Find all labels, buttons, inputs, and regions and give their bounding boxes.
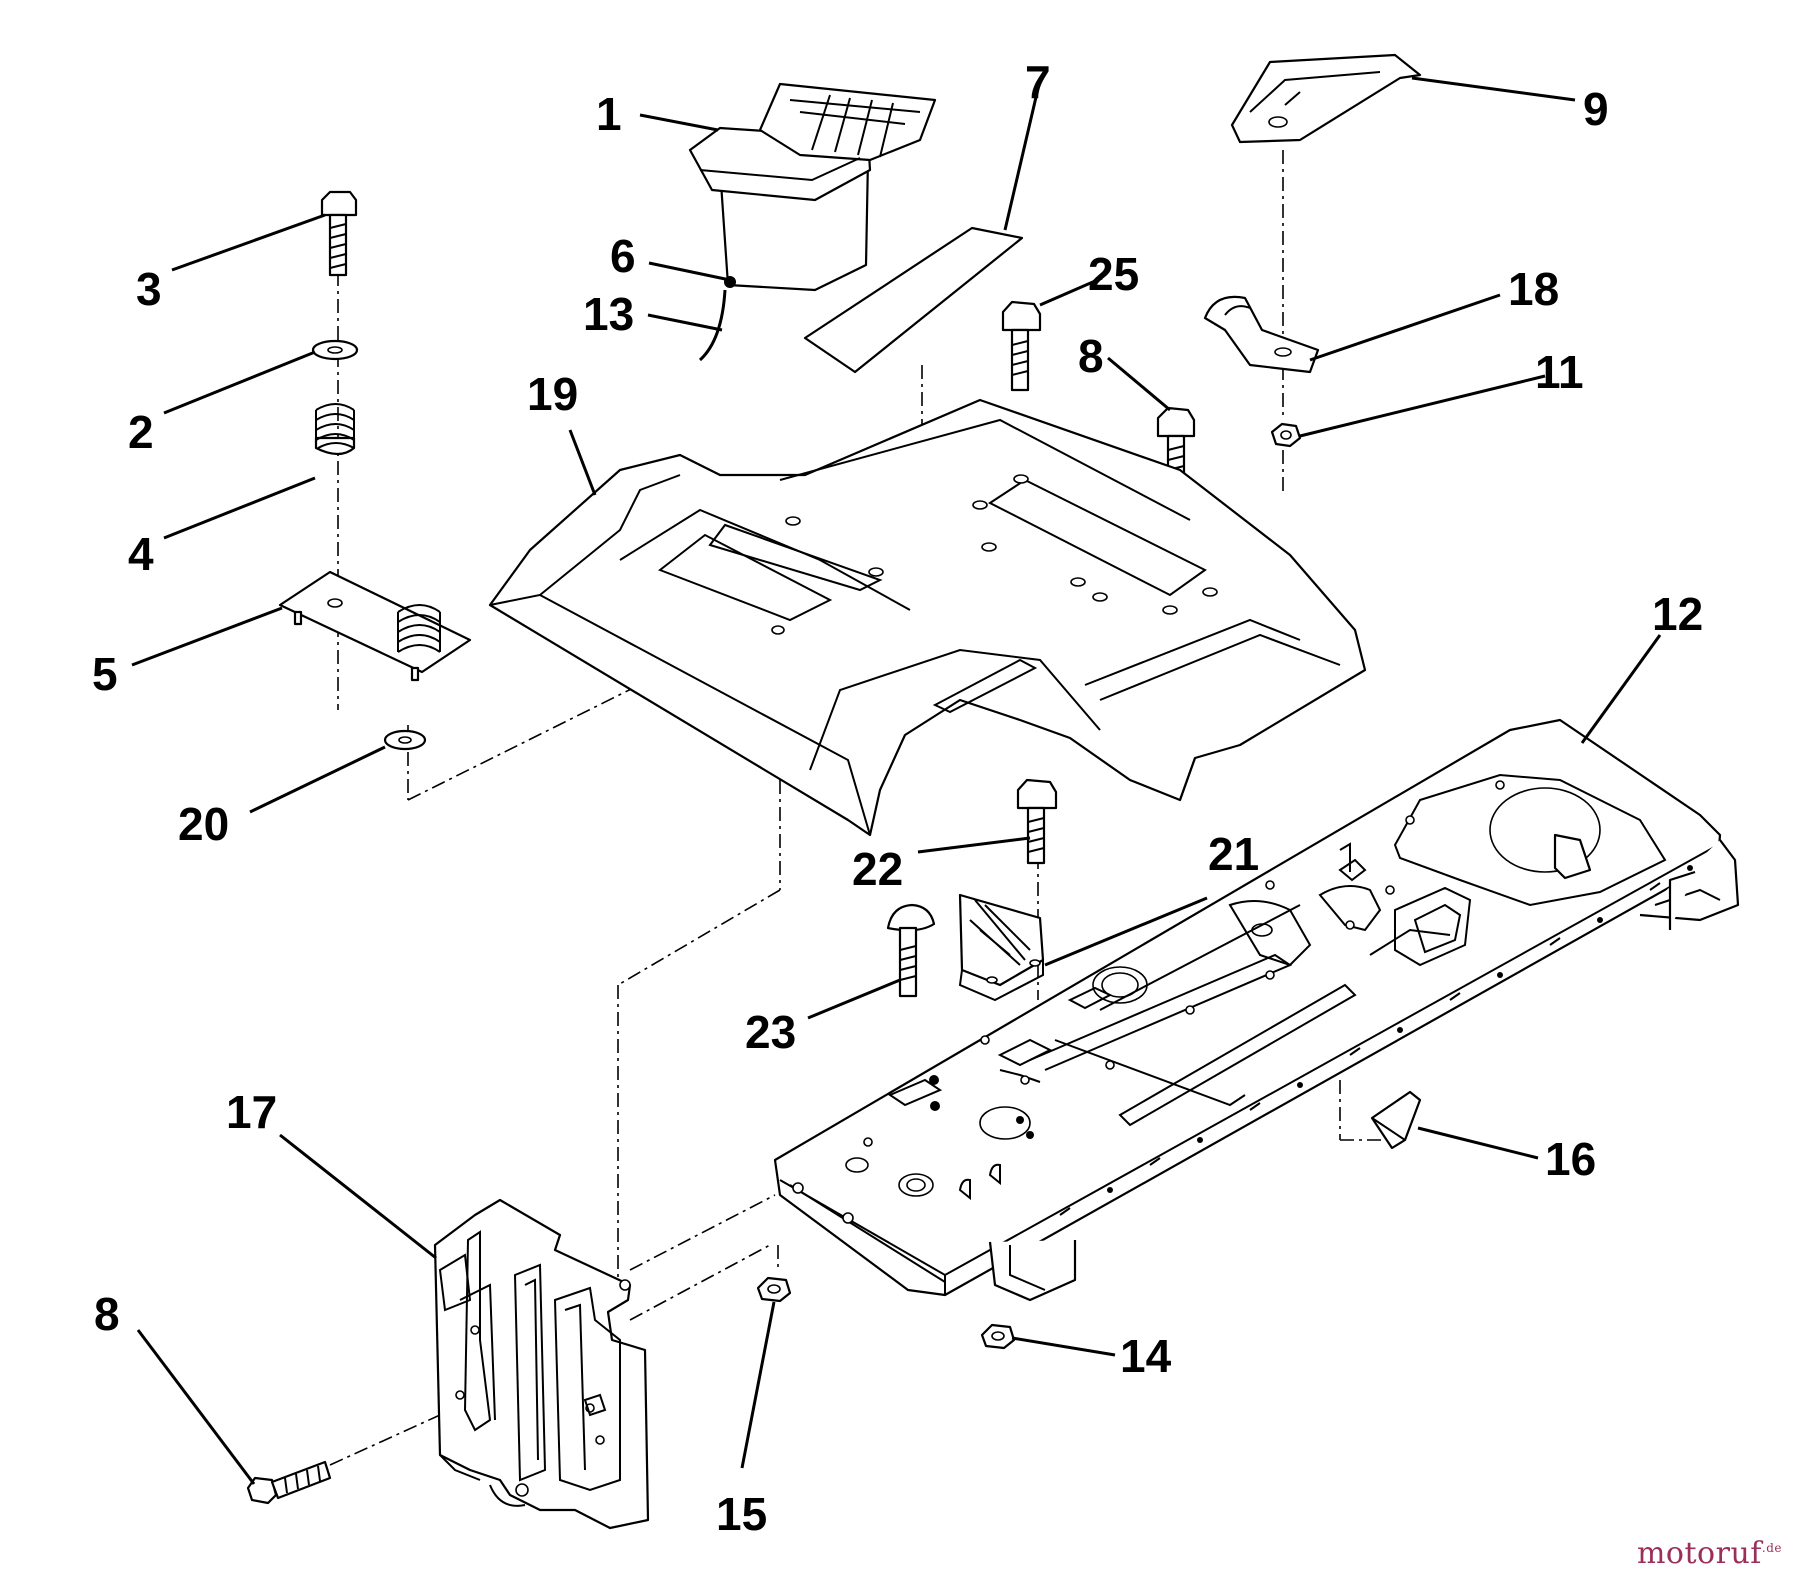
callout-15: 15 (716, 1488, 767, 1540)
bolt-3 (320, 190, 358, 277)
bracket-21 (958, 893, 1045, 1002)
callout-25: 25 (1088, 248, 1139, 300)
wire-13 (698, 276, 736, 362)
rear-plate-17 (433, 1198, 650, 1530)
bracket-clamp (1203, 295, 1320, 374)
washer-2 (311, 339, 359, 361)
callout-16: 16 (1545, 1133, 1596, 1185)
spring-4 (314, 403, 356, 456)
watermark-suffix: .de (1761, 1541, 1782, 1555)
leader-lines (131, 76, 1662, 1485)
nut-11 (1270, 422, 1302, 448)
callout-8-lower: 8 (94, 1288, 120, 1340)
fender-panel-19 (488, 398, 1367, 837)
callout-23: 23 (745, 1006, 796, 1058)
carriage-bolt-23 (886, 903, 936, 998)
bolt-8-lower (246, 1460, 332, 1505)
callout-6: 6 (610, 230, 636, 282)
callout-8-upper: 8 (1078, 330, 1104, 382)
callout-14: 14 (1120, 1330, 1172, 1382)
callout-21: 21 (1208, 828, 1259, 880)
callout-18: 18 (1508, 263, 1559, 315)
callout-2: 2 (128, 406, 154, 458)
watermark-logo: motoruf.de (1637, 1536, 1782, 1571)
callout-22: 22 (852, 843, 903, 895)
callout-17: 17 (226, 1086, 277, 1138)
callout-19: 19 (527, 368, 578, 420)
callout-4: 4 (128, 528, 154, 580)
watermark-text: motoruf (1636, 1536, 1762, 1571)
washer-20 (383, 729, 427, 751)
callout-5: 5 (92, 648, 118, 700)
mount-plate-5 (278, 570, 472, 682)
callout-7: 7 (1025, 56, 1051, 108)
callout-9: 9 (1583, 83, 1609, 135)
main-frame-12 (773, 718, 1740, 1302)
nut-14 (980, 1323, 1016, 1350)
bolt-25 (1001, 300, 1042, 392)
bolt-22 (1016, 778, 1058, 865)
decal-strip (803, 226, 1024, 374)
callout-3: 3 (136, 263, 162, 315)
callout-12: 12 (1652, 588, 1703, 640)
cover-plate (1230, 53, 1422, 144)
callout-20: 20 (178, 798, 229, 850)
callout-labels: 1 2 3 4 5 6 7 8 8 9 11 12 13 14 15 16 17… (92, 56, 1703, 1540)
callout-1: 1 (596, 88, 622, 140)
callout-13: 13 (583, 288, 634, 340)
clip-16 (1370, 1090, 1422, 1150)
callout-11: 11 (1535, 346, 1584, 398)
nut-15 (756, 1276, 792, 1303)
battery-box (688, 82, 937, 292)
